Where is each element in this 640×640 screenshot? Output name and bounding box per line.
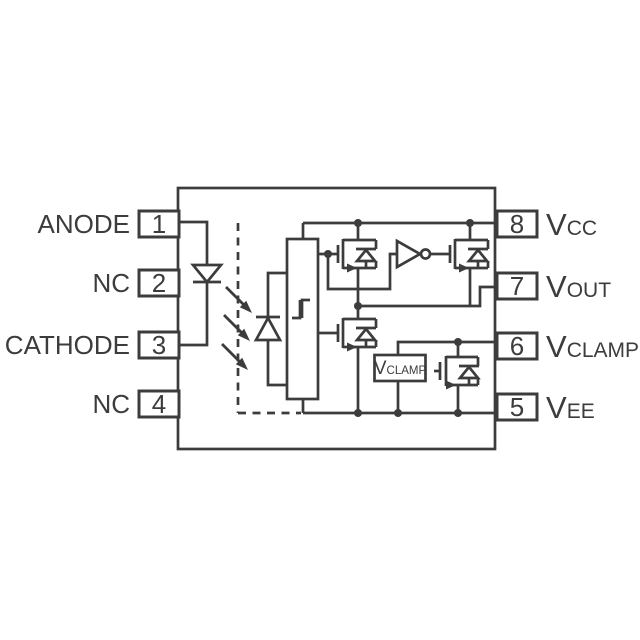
pin-label-vclamp: VCLAMP (546, 329, 639, 364)
signal-processing-block (285, 223, 320, 413)
m3-body-diode (354, 326, 378, 342)
photodiode-triangle (253, 315, 283, 342)
m4-body-diode (457, 364, 481, 380)
light-arrows-icon (221, 286, 252, 370)
schmitt-trigger-icon (292, 300, 302, 320)
cathode-wire (178, 282, 209, 347)
pin-5-number: 5 (510, 392, 524, 422)
vclamp-box (373, 353, 427, 383)
pin-7: 7 (495, 271, 539, 301)
pin-6-number: 6 (510, 331, 524, 361)
pin-2-box (137, 268, 181, 298)
inverter-bubble (419, 248, 432, 260)
inverter-input-wire (326, 252, 397, 291)
m1-body-diode (354, 247, 378, 263)
pin-3: 3 (137, 330, 181, 360)
mosfet-pulldown (318, 306, 378, 413)
pin-3-number: 3 (152, 330, 166, 360)
pin-label-nc-2: NC (92, 268, 130, 298)
pin-label-vcc: VCC (546, 207, 597, 242)
mosfet-pullup-right (448, 223, 490, 306)
vclamp-block: VCLAMP (373, 340, 497, 413)
pin-6-box (495, 331, 539, 361)
pin-1-box (137, 209, 181, 239)
m3-source-arrow (347, 342, 357, 352)
junction-dots (324, 219, 474, 417)
pin-label-vout: VOUT (546, 269, 611, 304)
pin-4: 4 (137, 389, 181, 419)
pin-8-number: 8 (510, 209, 524, 239)
m1-source-arrow (347, 263, 357, 273)
m4-source-arrow (446, 380, 456, 390)
chip-outline (176, 186, 497, 451)
anode-wire (178, 220, 209, 265)
pin-5: 5 (495, 392, 539, 422)
m2-body-diode (466, 247, 490, 263)
pin-4-number: 4 (152, 389, 166, 419)
clamp-mosfet (434, 342, 481, 413)
pin-7-number: 7 (510, 271, 524, 301)
pin-3-box (137, 330, 181, 360)
pin-label-cathode: CATHODE (5, 330, 130, 360)
vout-wire (358, 285, 497, 308)
pin-label-vee: VEE (546, 390, 595, 425)
schmitt-trigger-icon-2 (300, 298, 310, 318)
inverter-gate (395, 238, 450, 270)
pin-2: 2 (137, 268, 181, 298)
pin-6: 6 (495, 331, 539, 361)
pin-5-box (495, 392, 539, 422)
pin-1: 1 (137, 209, 181, 239)
vclamp-box-label: VCLAMP (374, 358, 427, 379)
photodiode (253, 271, 288, 387)
vclamp-wire-to-pin6 (396, 340, 497, 355)
m2-source-arrow (459, 263, 469, 273)
pin-label-nc-4: NC (92, 389, 130, 419)
pin-2-number: 2 (152, 268, 166, 298)
inverter-triangle (395, 238, 423, 270)
led-emitter (178, 220, 224, 347)
pin-1-number: 1 (152, 209, 166, 239)
pin-label-anode: ANODE (38, 209, 130, 239)
led-triangle (190, 263, 224, 285)
pin-4-box (137, 389, 181, 419)
pin-8: 8 (495, 209, 539, 239)
